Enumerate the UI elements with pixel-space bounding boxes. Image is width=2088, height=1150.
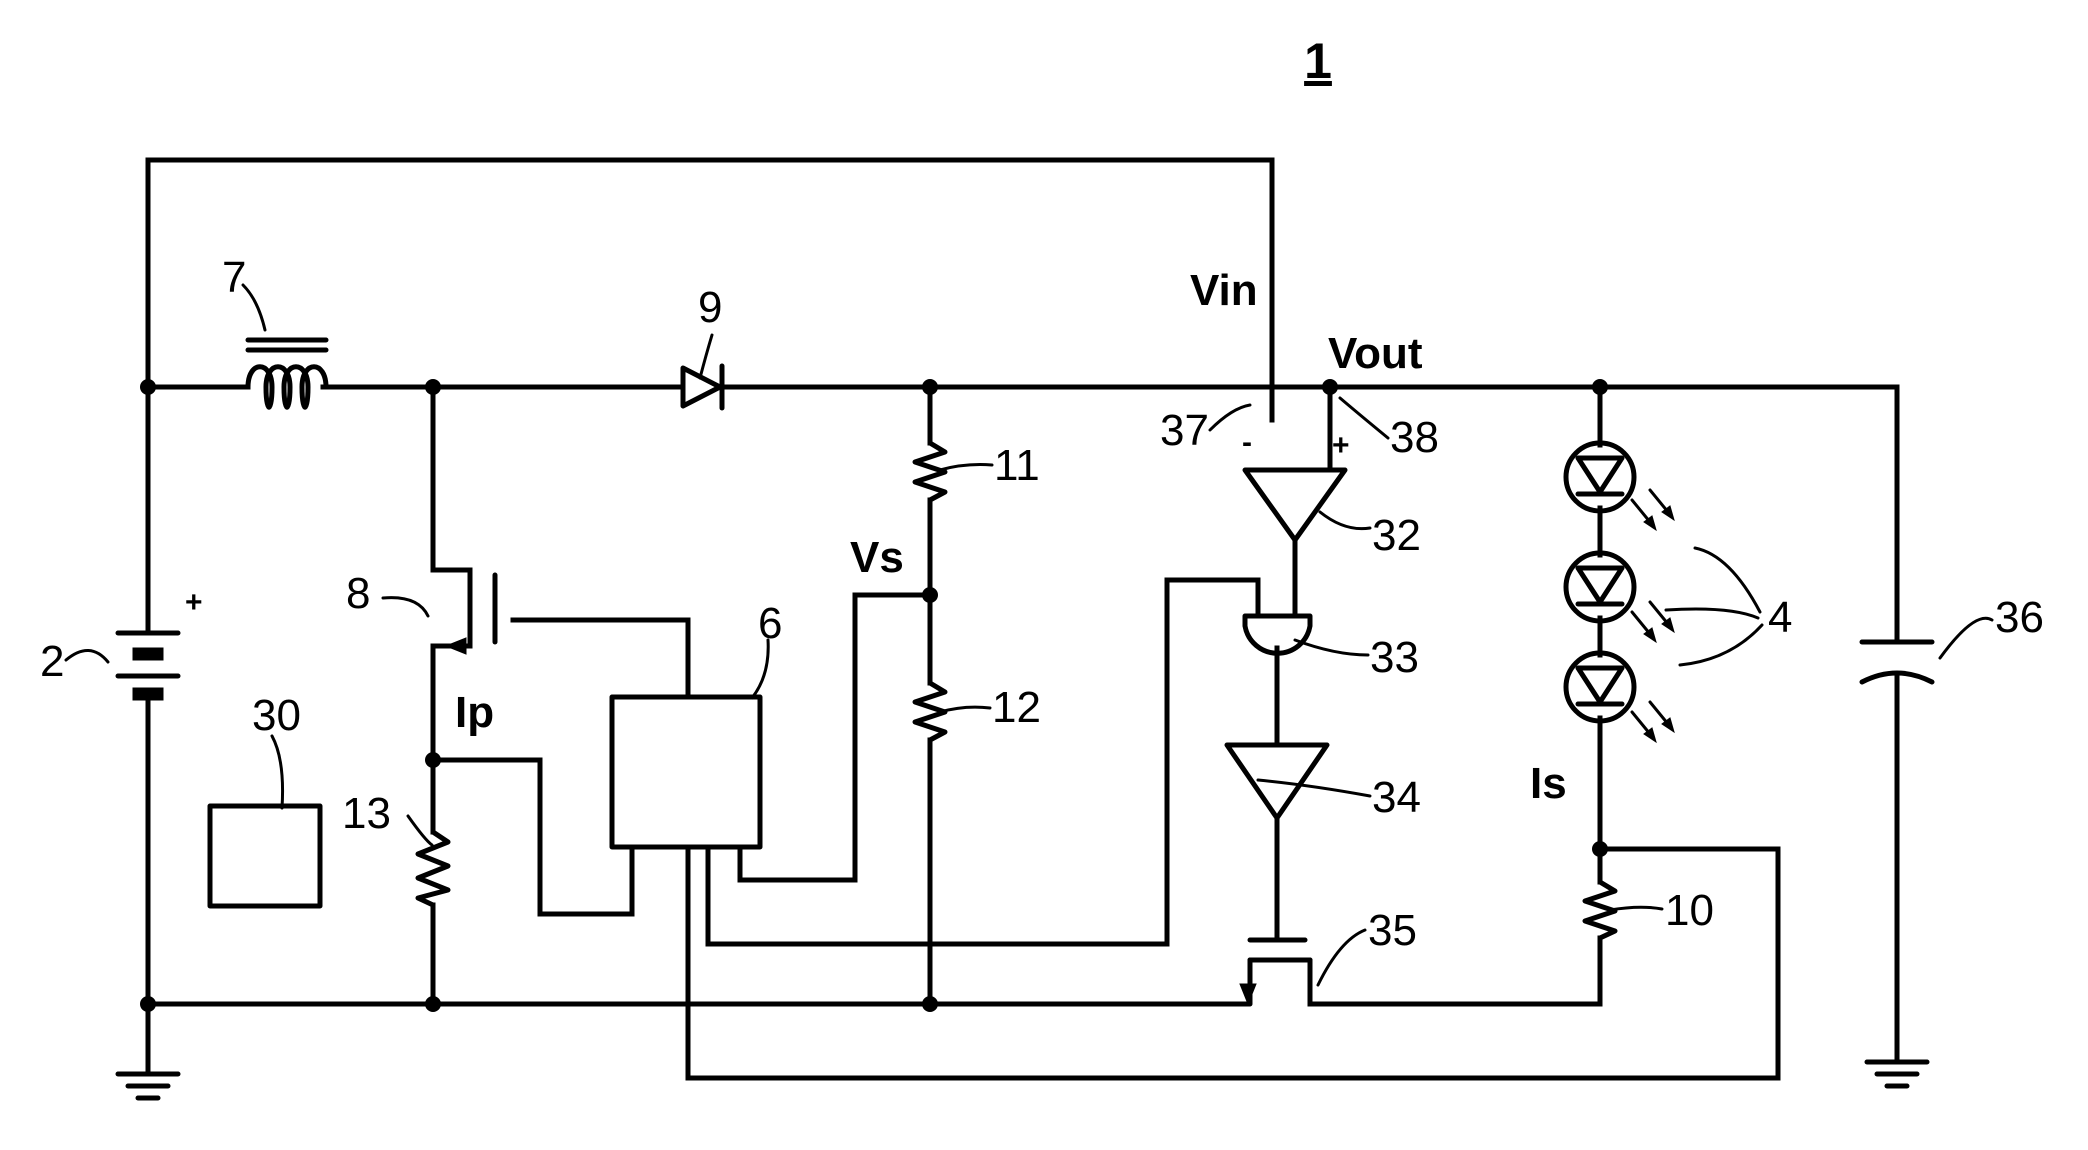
junction-dot bbox=[1592, 379, 1608, 395]
switch-8 bbox=[446, 570, 495, 654]
figure-number: 1 bbox=[1304, 33, 1332, 89]
ref-6: 6 bbox=[758, 599, 782, 648]
ground-symbol-left bbox=[118, 1074, 178, 1098]
ref-9: 9 bbox=[698, 283, 722, 332]
led-2 bbox=[1566, 553, 1634, 621]
controller-6 bbox=[612, 697, 760, 847]
ref-12: 12 bbox=[992, 683, 1041, 732]
ground-symbol-right bbox=[1867, 1062, 1927, 1086]
switch-drain-wire bbox=[433, 387, 470, 570]
ip-label: Ip bbox=[455, 688, 494, 737]
ref-34: 34 bbox=[1372, 773, 1421, 822]
battery-2 bbox=[118, 633, 178, 700]
vs-label: Vs bbox=[850, 533, 904, 582]
resistor-11 bbox=[915, 443, 945, 500]
comparator-32 bbox=[1245, 470, 1345, 540]
junction-dot bbox=[425, 996, 441, 1012]
resistor-13 bbox=[418, 832, 448, 905]
ref-2: 2 bbox=[40, 637, 64, 686]
junction-dot bbox=[1592, 841, 1608, 857]
battery-plus-sign: + bbox=[185, 586, 203, 619]
junction-dot bbox=[922, 996, 938, 1012]
junction-dot bbox=[922, 587, 938, 603]
junction-dot bbox=[140, 379, 156, 395]
vin-label: Vin bbox=[1190, 266, 1258, 315]
junction-dot bbox=[425, 379, 441, 395]
junction-dot bbox=[140, 996, 156, 1012]
output-rail-right bbox=[722, 387, 1897, 642]
ref-35: 35 bbox=[1368, 906, 1417, 955]
led-3 bbox=[1566, 653, 1634, 721]
ref-30: 30 bbox=[252, 691, 301, 740]
ref-36: 36 bbox=[1995, 593, 2044, 642]
junction-dot bbox=[1322, 379, 1338, 395]
ref-38: 38 bbox=[1390, 413, 1439, 462]
ref-32: 32 bbox=[1372, 511, 1421, 560]
gate-wire bbox=[513, 620, 688, 697]
ref-33: 33 bbox=[1370, 633, 1419, 682]
ref-10: 10 bbox=[1665, 886, 1714, 935]
junction-dot bbox=[922, 379, 938, 395]
vout-label: Vout bbox=[1328, 329, 1423, 378]
transistor-35 bbox=[1240, 940, 1310, 1004]
ref-4: 4 bbox=[1768, 593, 1792, 642]
inductor-7 bbox=[248, 340, 326, 407]
junction-dot bbox=[425, 752, 441, 768]
ref-11: 11 bbox=[994, 441, 1040, 490]
light-emission-arrows bbox=[1632, 490, 1674, 742]
enable-wire bbox=[708, 580, 1258, 944]
plus-sign-38: + bbox=[1332, 429, 1350, 462]
ref-8: 8 bbox=[346, 569, 370, 618]
ref-37: 37 bbox=[1160, 406, 1209, 455]
minus-sign-37: - bbox=[1242, 426, 1252, 459]
ref-13: 13 bbox=[342, 789, 391, 838]
block-30 bbox=[210, 806, 320, 906]
ref-7: 7 bbox=[222, 253, 246, 302]
is-label: Is bbox=[1530, 759, 1567, 808]
leader-lines bbox=[66, 285, 1992, 985]
led-1 bbox=[1566, 443, 1634, 511]
switch-source-wire bbox=[433, 646, 470, 832]
ip-sense-wire bbox=[433, 760, 632, 914]
wires bbox=[148, 160, 1897, 1078]
